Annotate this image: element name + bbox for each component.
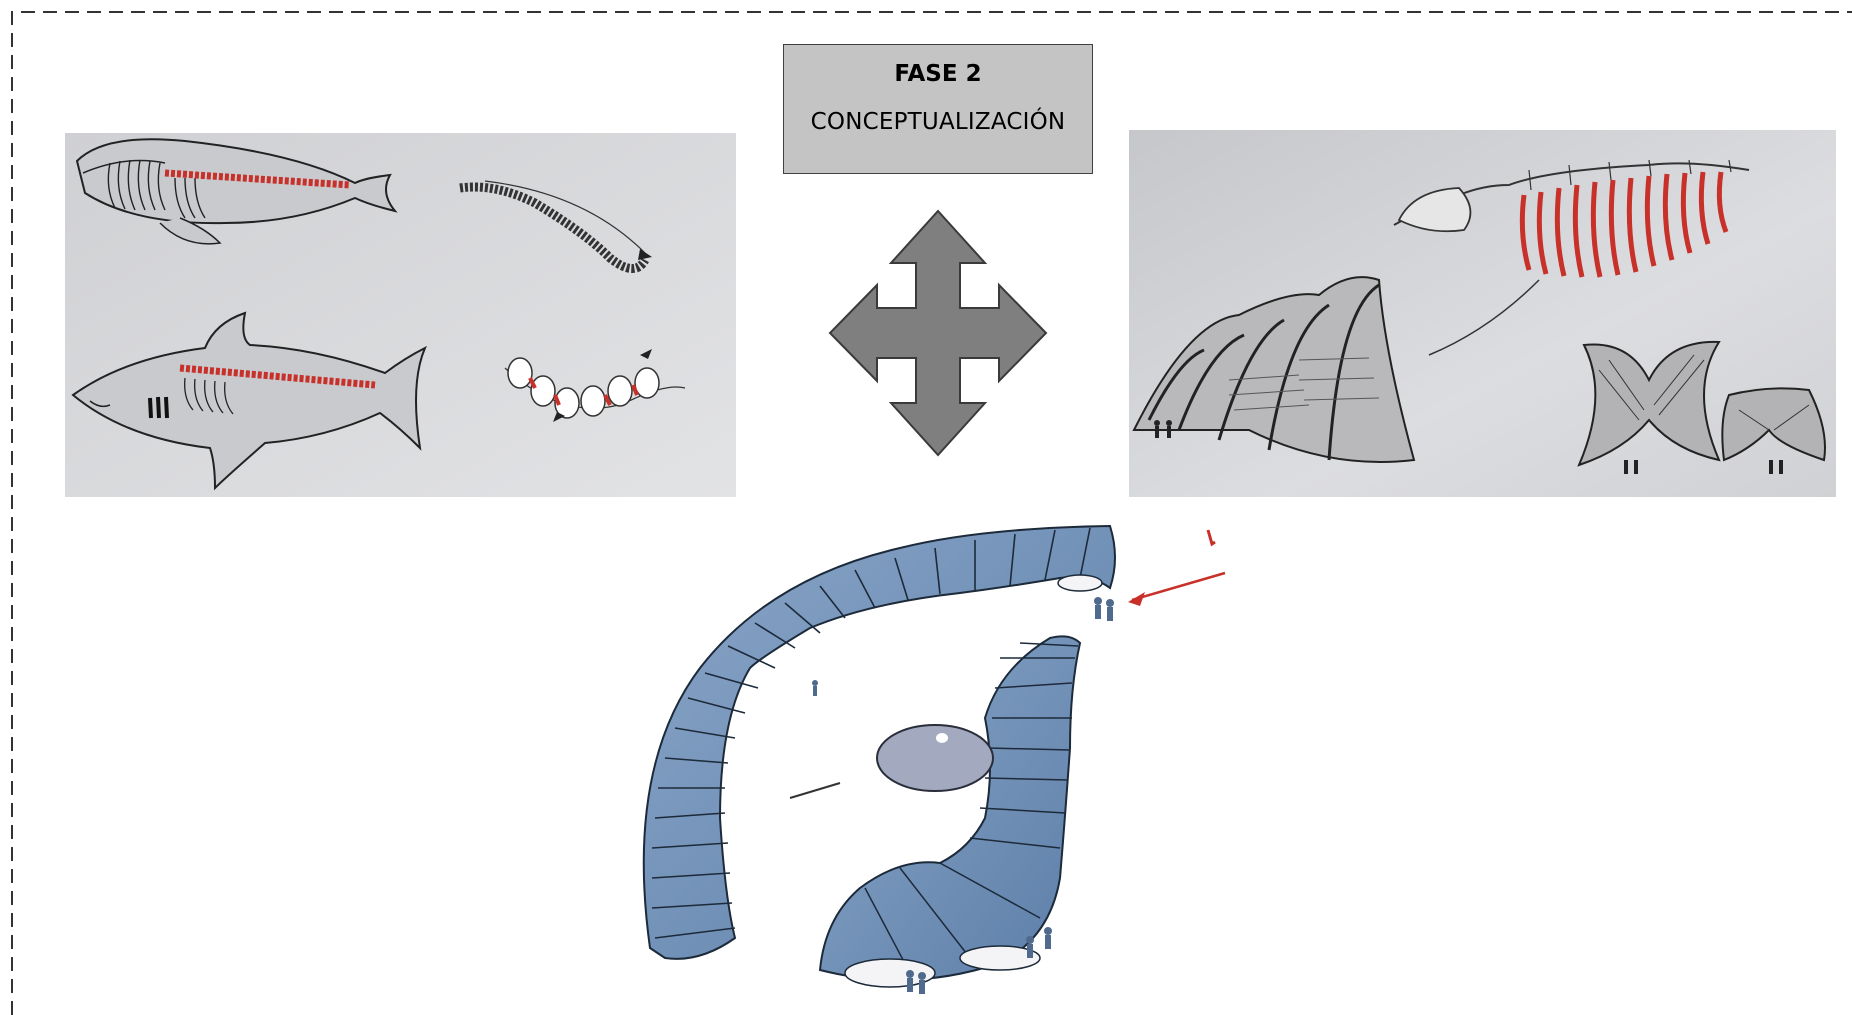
phase-title-box: FASE 2 CONCEPTUALIZACIÓN bbox=[783, 44, 1093, 174]
phase-subtitle: CONCEPTUALIZACIÓN bbox=[811, 109, 1066, 135]
shell-structure-render bbox=[640, 518, 1240, 1010]
phase-label: FASE 2 bbox=[894, 61, 981, 87]
central-dome bbox=[877, 725, 993, 791]
sketch-photo-skeleton-shells bbox=[1129, 130, 1836, 497]
four-way-arrow-icon bbox=[827, 208, 1049, 458]
small-curved-shell bbox=[820, 636, 1080, 987]
sketch-photo-animals bbox=[65, 133, 736, 497]
entry-arrow bbox=[1128, 530, 1225, 606]
